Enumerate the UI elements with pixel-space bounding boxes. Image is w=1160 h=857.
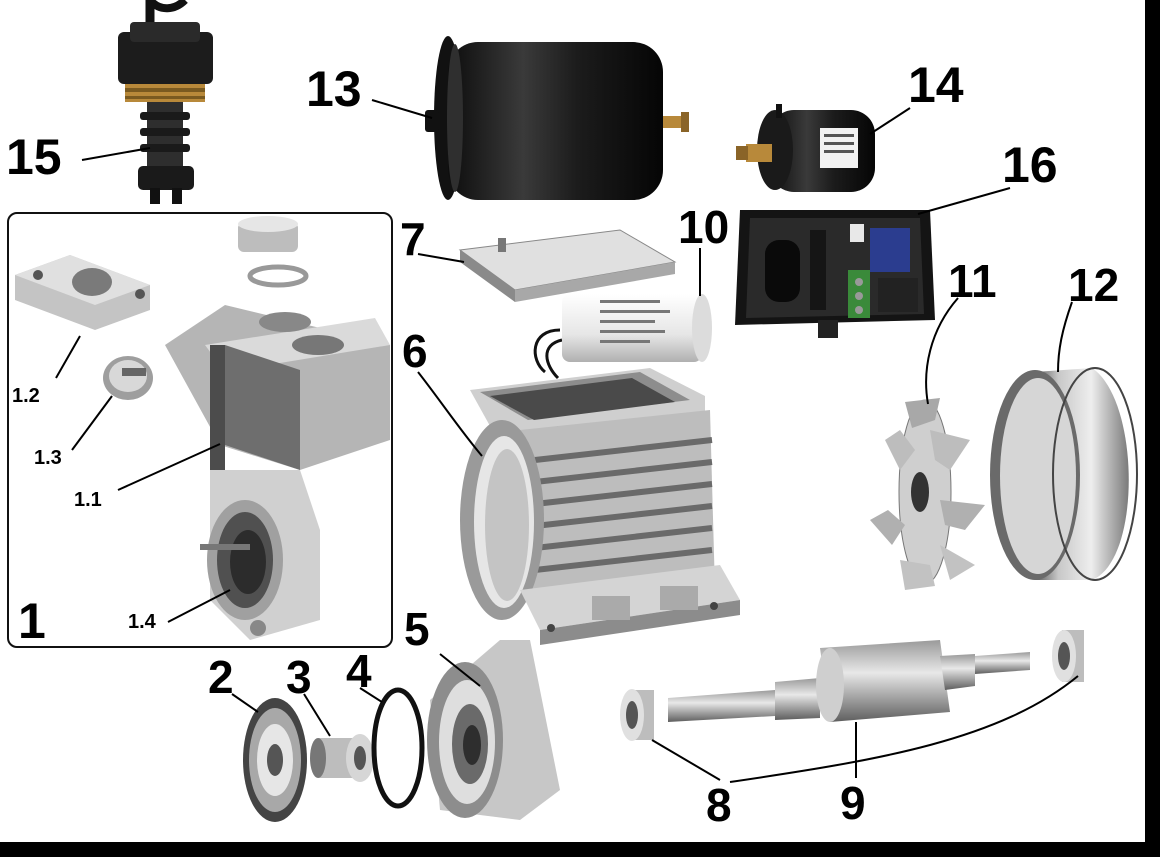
label-7: 7 (400, 213, 426, 265)
leader-lines (55, 99, 1079, 783)
label-12: 12 (1068, 259, 1120, 311)
part-6-motor-housing (460, 368, 740, 645)
part-2-impeller (243, 698, 307, 822)
part-4-o-ring (371, 687, 425, 809)
label-11: 11 (948, 255, 997, 307)
label-3: 3 (286, 651, 312, 703)
part-3-seal (310, 734, 374, 782)
label-10: 10 (678, 201, 730, 253)
label-1-1: 1.1 (74, 489, 102, 511)
part-15-sensor (118, 0, 213, 204)
part-10-capacitor (533, 294, 712, 380)
label-4: 4 (346, 645, 372, 697)
part-8-bearing-left (620, 689, 654, 741)
label-15: 15 (6, 129, 62, 185)
part-11-fan (870, 398, 985, 590)
label-1-3: 1.3 (34, 447, 62, 469)
label-1-4: 1.4 (128, 611, 156, 633)
label-9: 9 (840, 777, 866, 829)
label-1: 1 (18, 593, 46, 649)
part-12-fan-cover (990, 367, 1138, 581)
label-8: 8 (706, 779, 732, 831)
part-1-pump-body (15, 216, 390, 640)
part-16-control-box (735, 210, 935, 338)
label-16: 16 (1002, 137, 1058, 193)
pump-exploded-view (15, 0, 1138, 822)
label-5: 5 (404, 603, 430, 655)
part-14-pressure-switch (736, 104, 875, 192)
exploded-diagram-canvas: 15 13 14 16 7 10 6 11 12 1.2 1.3 1.1 1.4… (0, 0, 1145, 842)
label-2: 2 (208, 651, 234, 703)
part-5-end-bracket (427, 640, 560, 820)
part-7-cover (458, 229, 677, 302)
label-6: 6 (402, 325, 428, 377)
label-1-2: 1.2 (12, 385, 40, 407)
part-9-rotor (668, 640, 1030, 722)
part-1-group-frame (7, 212, 393, 648)
label-13: 13 (306, 61, 362, 117)
label-14: 14 (908, 57, 964, 113)
part-8-bearing-right (1052, 630, 1084, 682)
part-13-pressure-tank (425, 36, 689, 200)
